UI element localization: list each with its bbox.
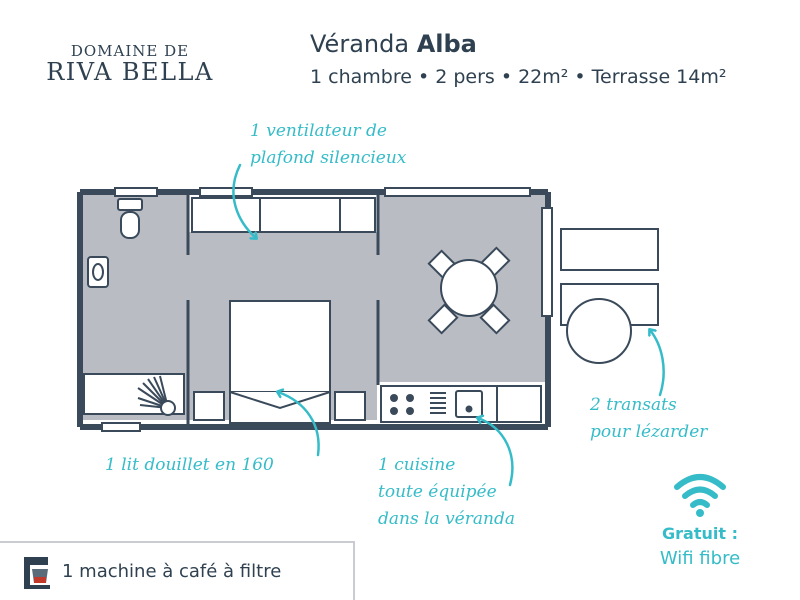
title-name: Alba — [416, 30, 477, 58]
bed-icon — [229, 300, 331, 424]
kitchen-line-1: 1 cuisine — [378, 455, 456, 475]
kitchen-vent — [430, 392, 446, 414]
bed-annotation: 1 lit douillet en 160 — [105, 455, 274, 475]
lounger-arrow — [650, 330, 665, 397]
sink-icon — [87, 256, 109, 288]
title-prefix: Véranda — [310, 30, 410, 58]
loungers-line-2: pour lézarder — [590, 422, 708, 442]
brand-logo: RIVA BELLA — [46, 58, 214, 86]
loungers-line-1: 2 transats — [590, 395, 677, 415]
fan-line-2: plafond silencieux — [250, 148, 407, 168]
wifi-label: Gratuit : — [662, 524, 738, 543]
fan-line-1: 1 ventilateur de — [250, 121, 387, 141]
amenity-box: 1 machine à café à filtre — [0, 541, 355, 600]
wifi-icon — [674, 474, 726, 517]
fan-annotation: 1 ventilateur de plafond silencieux — [250, 118, 406, 172]
amenity-label: 1 machine à café à filtre — [62, 561, 282, 582]
wifi-detail: Wifi fibre — [659, 548, 741, 569]
walls — [77, 187, 553, 432]
nightstands — [193, 391, 366, 421]
loungers-annotation: 2 transats pour lézarder — [590, 392, 707, 446]
page-title: Véranda Alba — [310, 30, 477, 58]
bedroom-cabinets — [191, 197, 376, 233]
toilet-icon — [117, 198, 143, 239]
kitchen-annotation: 1 cuisine toute équipée dans la véranda — [378, 452, 515, 533]
kitchen-line-2: toute équipée — [378, 482, 497, 502]
dining-table-icon — [427, 246, 511, 335]
page-subtitle: 1 chambre • 2 pers • 22m² • Terrasse 14m… — [310, 66, 727, 88]
kitchen-arrow — [478, 418, 514, 487]
shower-icon — [83, 373, 185, 416]
kitchen-line-3: dans la véranda — [378, 509, 515, 529]
round-table-icon — [566, 298, 632, 364]
stove-icon — [390, 394, 414, 415]
bed-arrow — [278, 392, 320, 457]
brand-line1: DOMAINE DE — [70, 42, 190, 60]
fan-arrow — [232, 163, 256, 238]
coffee-maker-icon — [24, 557, 50, 589]
kitchen-sink-icon — [455, 390, 483, 418]
